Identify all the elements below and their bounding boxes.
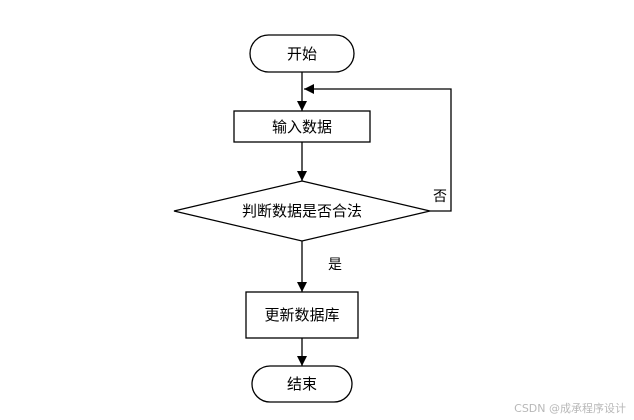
edge-yes-label: 是 — [328, 257, 342, 273]
start-node-label: 开始 — [287, 45, 317, 63]
end-node-label: 结束 — [287, 375, 317, 393]
update-node-label: 更新数据库 — [264, 306, 339, 324]
update-node: 更新数据库 — [245, 291, 359, 339]
start-node: 开始 — [249, 34, 355, 73]
end-node-shape — [251, 365, 353, 403]
input-node: 输入数据 — [233, 110, 371, 143]
edge-no-label: 否 — [433, 189, 447, 205]
end-node: 结束 — [251, 365, 353, 403]
update-node-shape — [245, 291, 359, 339]
edge-decision-no-loop — [304, 84, 452, 212]
decision-node: 判断数据是否合法 — [173, 180, 431, 242]
input-node-label: 输入数据 — [272, 118, 332, 136]
input-node-shape — [233, 110, 371, 143]
decision-node-label: 判断数据是否合法 — [242, 202, 362, 220]
watermark-text: CSDN @成承程序设计 — [514, 402, 626, 415]
